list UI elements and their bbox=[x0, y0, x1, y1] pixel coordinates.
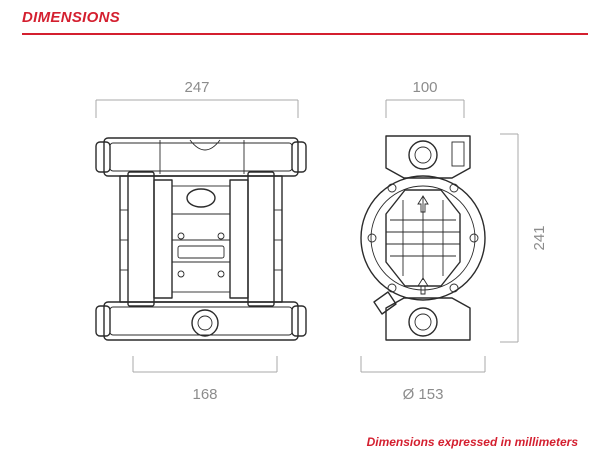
dimension-side-width-label: 100 bbox=[412, 79, 437, 96]
front-port-top-left bbox=[95, 141, 111, 173]
dimension-front-base-label: 168 bbox=[192, 386, 217, 403]
front-view bbox=[95, 137, 307, 341]
dimension-front-base: 168 bbox=[132, 356, 278, 403]
dimension-front-width-label: 247 bbox=[184, 79, 209, 96]
section-title: DIMENSIONS bbox=[22, 9, 121, 26]
front-outlet bbox=[191, 309, 219, 337]
side-diaphragm-housing bbox=[360, 175, 486, 301]
dimension-side-height: 241 bbox=[500, 133, 548, 343]
side-port-bottom bbox=[408, 307, 438, 337]
units-note: Dimensions expressed in millimeters bbox=[366, 435, 578, 449]
dimension-side-diameter: Ø 153 bbox=[360, 356, 486, 403]
dimension-side-width: 100 bbox=[385, 79, 465, 118]
front-air-valve bbox=[186, 188, 216, 208]
side-view bbox=[360, 135, 486, 341]
dimension-front-width: 247 bbox=[95, 79, 299, 118]
front-port-bottom-right bbox=[291, 305, 307, 337]
title-underline bbox=[22, 33, 588, 35]
front-port-top-right bbox=[291, 141, 307, 173]
dimension-side-height-label: 241 bbox=[531, 225, 548, 250]
front-port-bottom-left bbox=[95, 305, 111, 337]
dimension-side-diameter-label: Ø 153 bbox=[403, 386, 444, 403]
side-port-top bbox=[408, 140, 438, 170]
side-air-inlet bbox=[373, 291, 397, 315]
